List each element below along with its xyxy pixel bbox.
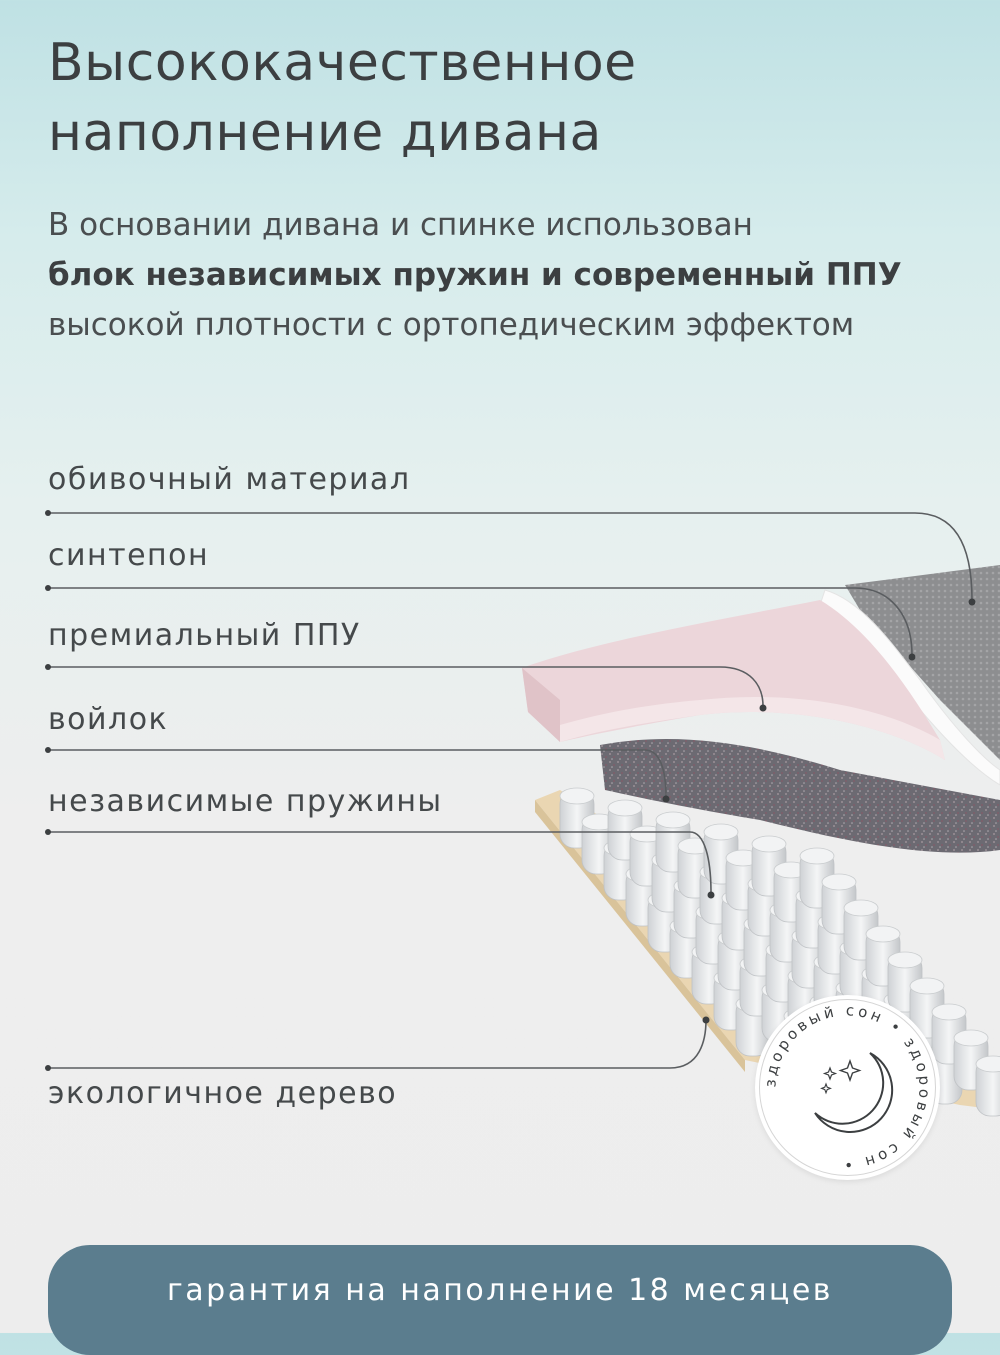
leader-dots	[45, 510, 976, 1071]
brand-badge: здоровый сон • здоровый сон •	[755, 995, 940, 1180]
guarantee-text: гарантия на наполнение 18 месяцев	[167, 1273, 833, 1308]
spring-pocket-top	[703, 823, 739, 841]
felt-layer	[600, 739, 1000, 853]
description-line-2: блок независимых пружин и современный ПП…	[48, 257, 902, 293]
spring-pocket-top	[887, 951, 923, 969]
guarantee-banner: гарантия на наполнение 18 месяцев	[48, 1245, 952, 1355]
upholstery-fabric	[845, 565, 1000, 760]
spring-pocket-top	[975, 1055, 1000, 1073]
spring-pocket-top	[953, 1029, 989, 1047]
badge-ring-text: здоровый сон • здоровый сон •	[761, 1001, 933, 1173]
label-felt: войлок	[48, 702, 169, 737]
spring-pocket-top	[751, 835, 787, 853]
badge-graphic: здоровый сон • здоровый сон •	[759, 999, 936, 1176]
page-title: Высококачественное наполнение дивана	[48, 28, 948, 168]
leader-line-wood	[48, 1019, 707, 1069]
label-wood: экологичное дерево	[48, 1076, 398, 1111]
label-upholstery: обивочный материал	[48, 462, 411, 497]
premium-foam	[522, 600, 945, 760]
description-line-3: высокой плотности с ортопедическим эффек…	[48, 307, 855, 343]
spring-pocket-top	[799, 847, 835, 865]
leader-line-springs	[48, 831, 712, 894]
spring-pocket-top	[655, 811, 691, 829]
spring-pocket-top	[843, 899, 879, 917]
title-line-1: Высококачественное	[48, 33, 637, 93]
description: В основании дивана и спинке использован …	[48, 200, 988, 350]
label-foam: премиальный ППУ	[48, 618, 361, 653]
spring-pocket-top	[909, 977, 945, 995]
spring-pocket-top	[931, 1003, 967, 1021]
title-line-2: наполнение дивана	[48, 103, 602, 163]
leader-line-padding	[48, 587, 913, 656]
spring-pocket-top	[607, 799, 643, 817]
spring-pocket-top	[821, 873, 857, 891]
moon-stars-icon	[814, 1052, 894, 1134]
spring-pocket-top	[865, 925, 901, 943]
leader-line-upholstery	[48, 512, 973, 601]
description-line-1: В основании дивана и спинке использован	[48, 207, 753, 243]
label-springs: независимые пружины	[48, 784, 443, 819]
leader-line-foam	[48, 666, 764, 707]
leader-line-felt	[48, 749, 667, 798]
spring-pocket-top	[559, 787, 595, 805]
leader-lines	[48, 512, 973, 1069]
label-padding: синтепон	[48, 538, 210, 573]
